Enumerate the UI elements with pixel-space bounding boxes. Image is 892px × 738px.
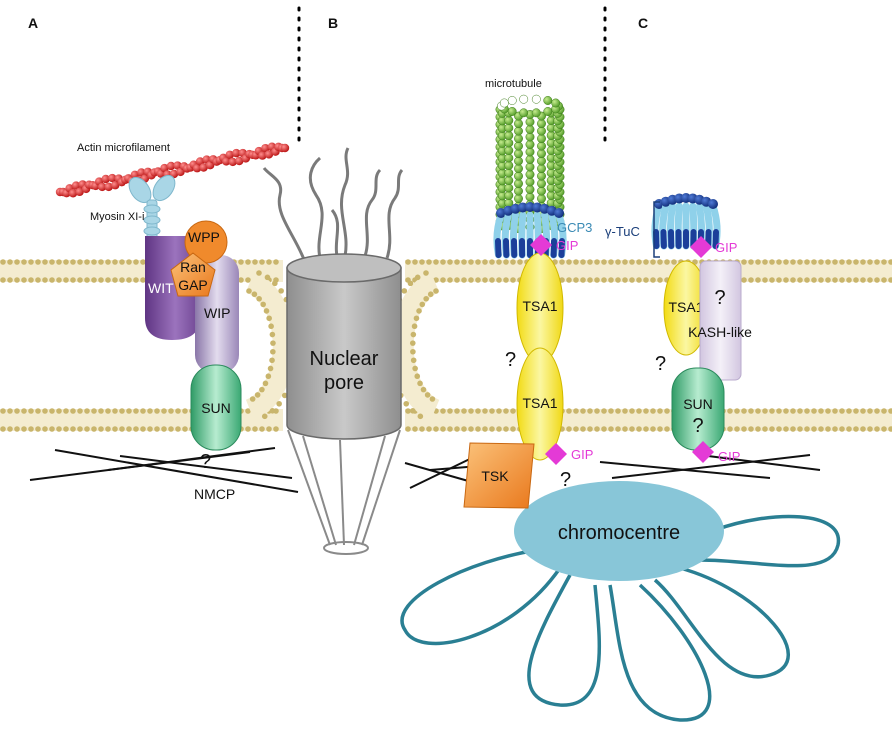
panel-b-label: B [328,15,338,31]
nmcp-label: NMCP [194,486,235,502]
nuclear-envelope [0,259,892,432]
rangap-label-line2: GAP [178,277,208,293]
nuclear-pore-label-line2: pore [324,372,364,394]
question-mark-b-low: ? [560,469,571,491]
pore-filaments [262,147,404,266]
gip-label-c-top: GIP [715,240,737,255]
gamma-tuc-complex-b [493,202,567,259]
question-mark-c-left: ? [655,353,666,375]
wpp-label: WPP [188,229,220,245]
kash-like-protein [699,260,742,381]
panel-a-label: A [28,15,38,31]
actin-label: Actin microfilament [77,142,170,154]
wit-label: WIT [148,280,174,296]
nmcp-lamina-a [29,447,299,493]
question-mark-c-kash: ? [714,287,725,309]
question-mark-a: ? [200,451,211,473]
gip-marker-c-top [690,236,712,258]
question-mark-b-mid: ? [505,349,516,371]
nuclear-pore-label-line1: Nuclear [310,348,379,370]
gip-marker-c-bottom [692,441,714,463]
gip-label-b-bottom: GIP [571,447,593,462]
rangap-label-line1: Ran [180,259,206,275]
chromocentre-label: chromocentre [558,522,680,544]
nuclear-basket [287,429,401,555]
tsk-protein [463,442,535,509]
gip-label-c-bottom: GIP [718,449,740,464]
gip-label-b-top: GIP [556,238,578,253]
nuclear-pore-body [286,267,402,440]
gamma-tuc-label: γ-TuC [605,224,640,239]
wip-label: WIP [204,305,230,321]
question-mark-c-sun: ? [692,415,703,437]
gip-marker-b-bottom [545,443,567,465]
myosin-xi-i [128,174,176,246]
microtubule-label: microtubule [485,78,542,90]
sun-label-c: SUN [683,396,713,412]
lamina-c [599,454,821,479]
tsa1-label-b-bottom: TSA1 [522,395,557,411]
sun-protein-a [190,364,242,451]
gamma-tuc-bracket [653,201,660,258]
nuclear-pore-top [286,253,402,283]
tsa1-label-c: TSA1 [668,299,703,315]
tsa1-label-b-top: TSA1 [522,298,557,314]
tsk-label: TSK [481,468,509,484]
gcp3-label: GCP3 [557,220,592,235]
sun-label-a: SUN [201,400,231,416]
chromocentre-shape [514,481,724,581]
kash-like-label: KASH-like [688,324,752,340]
gip-marker-b-top [530,234,552,256]
chromatin-loops [400,514,841,722]
myosin-label: Myosin XI-i [90,211,144,223]
gamma-tuc-complex-c [651,193,721,250]
panel-c-label: C [638,15,648,31]
tsa1-protein-b-bottom [516,347,564,461]
rangap-protein [170,252,216,297]
